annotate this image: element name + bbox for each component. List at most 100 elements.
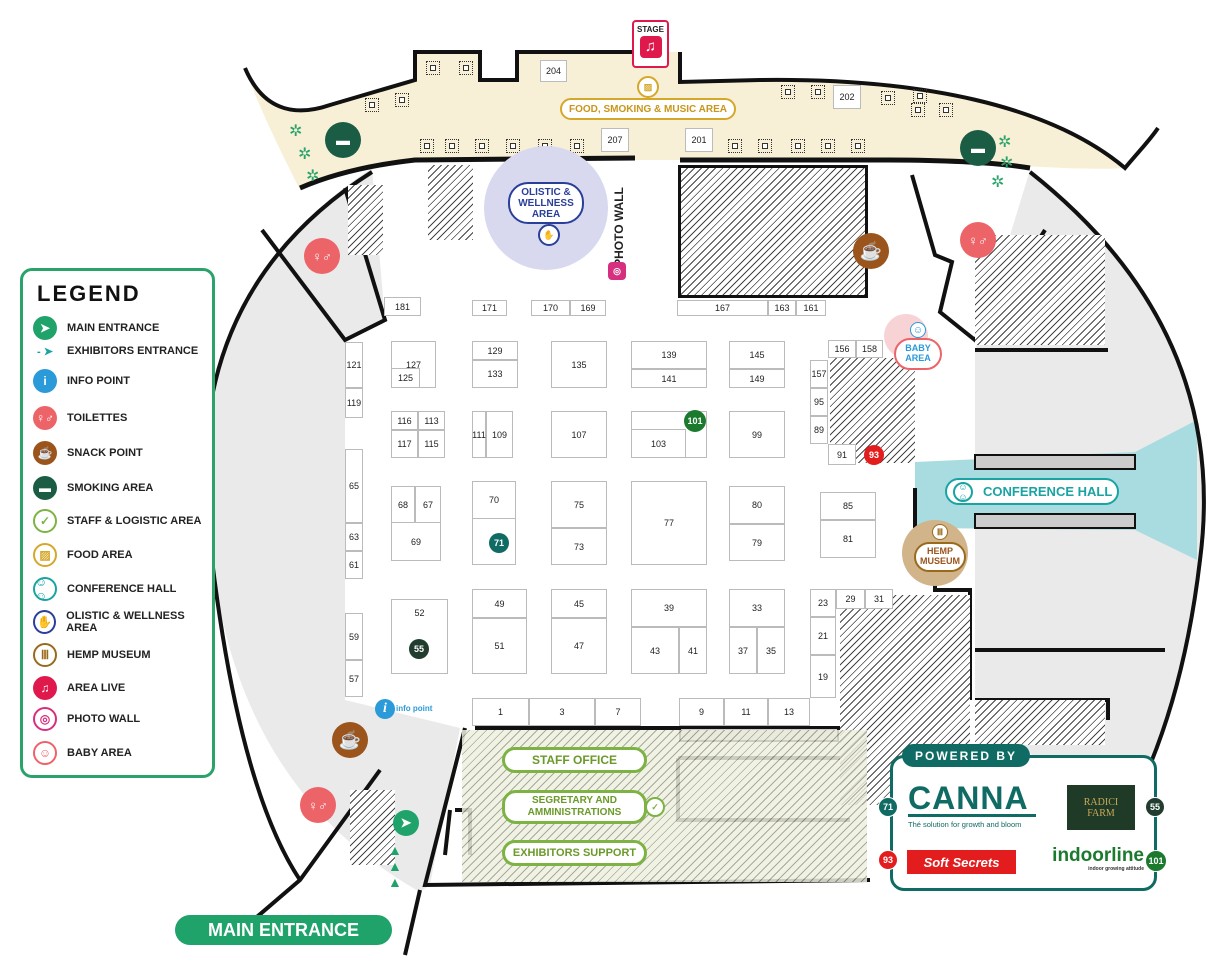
booth-35[interactable]: 35 [757,627,785,674]
booth-19[interactable]: 19 [810,655,836,698]
toilets-icon[interactable]: ♀♂ [304,238,340,274]
room-204[interactable]: 204 [540,60,567,82]
smoking-icon[interactable]: ▬ [960,130,996,166]
conference-hall-label[interactable]: ☺☺ CONFERENCE HALL [945,478,1119,505]
booth-161[interactable]: 161 [796,300,826,316]
booth-31[interactable]: 31 [865,589,893,609]
booth-135[interactable]: 135 [551,341,607,388]
navigation-arrow-icon[interactable]: ➤ [393,810,419,836]
booth-39[interactable]: 39 [631,589,707,627]
secretary-label[interactable]: SEGRETARY AND AMMINISTRATIONS [502,790,647,824]
toilets-icon[interactable]: ♀♂ [300,787,336,823]
booth-67[interactable]: 67 [415,486,441,523]
booth-169[interactable]: 169 [570,300,606,316]
booth-49[interactable]: 49 [472,589,527,618]
booth-133[interactable]: 133 [472,360,518,388]
booth-29[interactable]: 29 [836,589,865,609]
booth-125[interactable]: 125 [391,368,420,388]
booth-141[interactable]: 141 [631,369,707,388]
booth-156[interactable]: 156 [828,340,856,358]
booth-119[interactable]: 119 [345,388,363,418]
booth-121[interactable]: 121 [345,342,363,388]
booth-13[interactable]: 13 [768,698,810,726]
coffee-cup-icon[interactable]: ☕ [853,233,889,269]
booth-41[interactable]: 41 [679,627,707,674]
booth-170[interactable]: 170 [531,300,570,316]
room-207[interactable]: 207 [601,128,629,152]
instagram-icon[interactable]: ◎ [608,262,626,280]
booth-43[interactable]: 43 [631,627,679,674]
booth-80[interactable]: 80 [729,486,785,524]
booth-37[interactable]: 37 [729,627,757,674]
booth-79[interactable]: 79 [729,524,785,561]
indoorline-logo[interactable]: indoorline indoor growing attitude [1040,846,1144,873]
booth-171[interactable]: 171 [472,300,507,316]
booth-11[interactable]: 11 [724,698,768,726]
booth-111[interactable]: 111 [472,411,486,458]
booth-1[interactable]: 1 [472,698,529,726]
booth-70[interactable]: 70 [472,481,516,519]
booth-frame-52[interactable] [391,599,448,674]
booth-91[interactable]: 91 [828,444,856,465]
booth-61[interactable]: 61 [345,551,363,579]
booth-77[interactable]: 77 [631,481,707,565]
booth-85[interactable]: 85 [820,492,876,520]
stage[interactable]: STAGE ♫ [632,20,669,68]
booth-81[interactable]: 81 [820,520,876,558]
booth-65[interactable]: 65 [345,449,363,523]
booth-73[interactable]: 73 [551,528,607,565]
info-icon[interactable]: i [375,699,395,719]
booth-68[interactable]: 68 [391,486,415,523]
booth-89[interactable]: 89 [810,416,828,444]
marker-93[interactable]: 93 [864,445,884,465]
booth-45[interactable]: 45 [551,589,607,618]
marker-71[interactable]: 71 [489,533,509,553]
booth-167[interactable]: 167 [677,300,768,316]
toilets-icon[interactable]: ♀♂ [960,222,996,258]
radici-farm-logo[interactable]: RADICI FARM [1067,785,1135,830]
booth-113[interactable]: 113 [418,411,445,430]
booth-116[interactable]: 116 [391,411,418,430]
booth-99[interactable]: 99 [729,411,785,458]
booth-149[interactable]: 149 [729,369,785,388]
booth-127[interactable]: 127 [405,359,422,370]
booth-117[interactable]: 117 [391,430,418,458]
exhibitors-support-label[interactable]: EXHIBITORS SUPPORT [502,840,647,866]
booth-107[interactable]: 107 [551,411,607,458]
booth-145[interactable]: 145 [729,341,785,369]
booth-75[interactable]: 75 [551,481,607,528]
booth-52[interactable]: 52 [414,608,425,618]
soft-secrets-logo[interactable]: Soft Secrets [907,850,1016,874]
coffee-cup-icon[interactable]: ☕ [332,722,368,758]
booth-158[interactable]: 158 [856,340,883,358]
booth-181[interactable]: 181 [384,297,421,316]
booth-115[interactable]: 115 [418,430,445,458]
booth-23[interactable]: 23 [810,589,836,617]
smoking-icon[interactable]: ▬ [325,122,361,158]
booth-139[interactable]: 139 [631,341,707,369]
booth-109[interactable]: 109 [486,411,513,458]
room-202[interactable]: 202 [833,85,861,109]
booth-59[interactable]: 59 [345,613,363,660]
booth-129[interactable]: 129 [472,341,518,360]
marker-101[interactable]: 101 [684,410,706,432]
booth-103[interactable]: 103 [631,429,686,458]
booth-163[interactable]: 163 [768,300,796,316]
room-201[interactable]: 201 [685,128,713,152]
booth-21[interactable]: 21 [810,617,836,655]
booth-33[interactable]: 33 [729,589,785,627]
marker-55[interactable]: 55 [409,639,429,659]
booth-57[interactable]: 57 [345,660,363,697]
booth-3[interactable]: 3 [529,698,595,726]
booth-157[interactable]: 157 [810,360,828,388]
booth-63[interactable]: 63 [345,523,363,551]
main-entrance-label[interactable]: MAIN ENTRANCE [175,915,392,945]
booth-95[interactable]: 95 [810,388,828,416]
staff-office-label[interactable]: STAFF OFFICE [502,747,647,773]
booth-51[interactable]: 51 [472,618,527,674]
canna-logo[interactable]: CANNA Thé solution for growth and bloom [908,782,1036,829]
booth-69[interactable]: 69 [410,537,421,547]
booth-47[interactable]: 47 [551,618,607,674]
booth-7[interactable]: 7 [595,698,641,726]
booth-9[interactable]: 9 [679,698,724,726]
